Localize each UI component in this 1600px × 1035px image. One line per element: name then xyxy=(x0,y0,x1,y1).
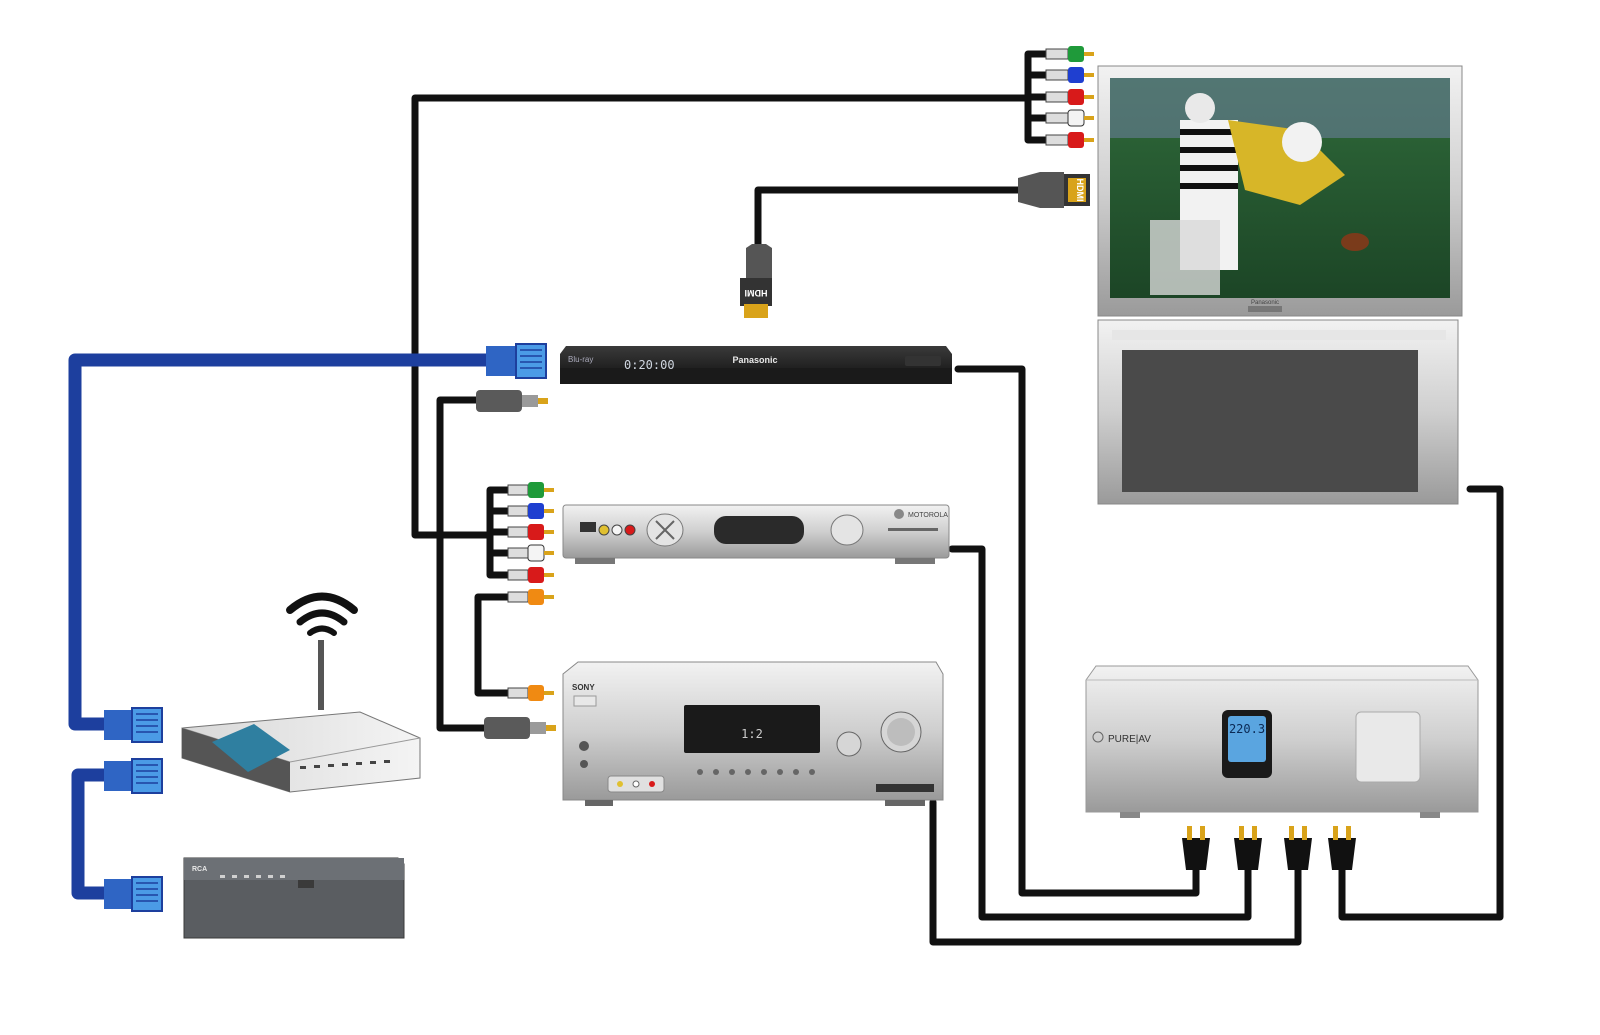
wifi-signal-icon xyxy=(286,592,358,636)
wireless-router: D-Link xyxy=(181,592,421,793)
bluray-brand: Panasonic xyxy=(732,355,777,365)
power-plug-icon xyxy=(1284,826,1312,870)
receiver-power-cable xyxy=(929,798,1302,946)
bluray-player: Blu-ray 0:20:00 Panasonic xyxy=(560,346,952,384)
power-plugs xyxy=(1182,826,1356,870)
tv-power-cable xyxy=(1338,485,1504,921)
cable-box-brand: MOTOROLA xyxy=(908,512,948,519)
power-conditioner-display: 220.3 xyxy=(1229,722,1265,736)
rca-plugs-tv xyxy=(1045,46,1094,148)
component-cable-tv xyxy=(411,94,1032,539)
black-cables xyxy=(411,50,1504,946)
optical-plug-receiver xyxy=(484,717,556,739)
cablebox-power-cable xyxy=(948,545,1252,921)
ethernet-cable-modem xyxy=(71,768,112,900)
optical-plug-bluray xyxy=(476,390,548,412)
power-conditioner-brand: PURE|AV xyxy=(1108,734,1151,745)
component-fan-tv xyxy=(1024,50,1050,144)
hdmi-label-bluray: HDMI xyxy=(745,288,768,298)
cable-box: MOTOROLA xyxy=(562,504,950,564)
ethernet-plug-icon xyxy=(104,876,163,912)
bluray-badge: Blu-ray xyxy=(568,355,593,364)
power-plug-icon xyxy=(1328,826,1356,870)
ethernet-plug-icon xyxy=(104,707,163,743)
receiver-brand: SONY xyxy=(572,683,595,692)
power-plug-icon xyxy=(1234,826,1262,870)
hdmi-cable xyxy=(754,186,1024,254)
ethernet-plug-icon xyxy=(104,758,163,794)
ethernet-cable-bluray xyxy=(68,353,492,731)
tv-brand: Panasonic xyxy=(1251,300,1279,306)
hdmi-label-tv: HDMI xyxy=(1075,179,1085,202)
ethernet-cables xyxy=(68,353,492,900)
television: Panasonic xyxy=(1097,65,1463,505)
ethernet-plug-icon xyxy=(486,343,547,379)
bluray-display: 0:20:00 xyxy=(624,358,675,372)
modem-brand: RCA xyxy=(192,866,207,873)
receiver-display: 1:2 xyxy=(741,727,763,741)
power-conditioner: PURE|AV 220.3 xyxy=(1085,665,1479,818)
component-fan-cablebox xyxy=(426,486,512,579)
modem: RCA xyxy=(183,857,405,939)
coax-loop-cable xyxy=(474,593,512,697)
rca-plugs-cablebox xyxy=(507,482,554,701)
av-receiver: SONY 1:2 xyxy=(562,661,944,806)
power-plug-icon xyxy=(1182,826,1210,870)
tv-screen-players xyxy=(1150,93,1369,295)
bluray-power-cable xyxy=(954,365,1200,897)
digital-audio-cable xyxy=(436,396,490,732)
hdmi-plug-icon: HDMI xyxy=(1018,172,1090,208)
hdmi-plug-icon: HDMI xyxy=(740,244,772,318)
